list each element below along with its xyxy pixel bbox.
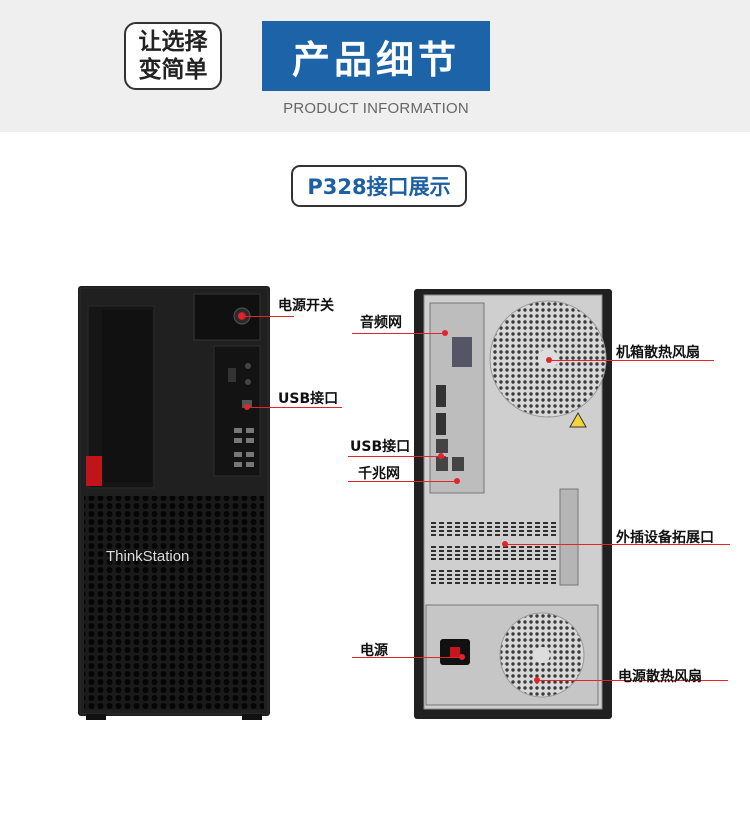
callout-expansion: 外插设备拓展口: [616, 530, 714, 546]
callout-power-switch: 电源开关: [278, 298, 334, 314]
case-fan-dot: [546, 357, 552, 363]
rear-usb-dot: [438, 453, 444, 459]
callout-case-fan: 机箱散热风扇: [616, 345, 700, 361]
callout-front-usb: USB接口: [278, 391, 339, 407]
tower-rear-image: [414, 289, 612, 719]
callout-rear-usb: USB接口: [350, 439, 411, 455]
page-subtitle: PRODUCT INFORMATION: [283, 100, 469, 117]
brand-slogan-line-1: 让选择: [138, 29, 208, 55]
expansion-leader: [506, 544, 730, 545]
psu-fan-leader: [538, 680, 728, 681]
case-fan-leader: [550, 360, 714, 361]
psu-fan-dot: [534, 677, 540, 683]
callout-gigabit: 千兆网: [358, 466, 400, 482]
gigabit-leader: [348, 481, 460, 482]
gigabit-dot: [454, 478, 460, 484]
audio-dot: [442, 330, 448, 336]
front-usb-dot: [244, 404, 250, 410]
brand-slogan-line-2: 变简单: [138, 57, 208, 83]
section-title: P328接口展示: [291, 165, 467, 207]
header-band: 让选择 变简单 产品细节 PRODUCT INFORMATION: [0, 0, 750, 132]
front-usb-leader: [248, 407, 342, 408]
audio-leader: [352, 333, 448, 334]
thinkstation-logo: ThinkStation: [106, 548, 189, 565]
callout-psu-fan: 电源散热风扇: [618, 669, 702, 685]
callout-power: 电源: [360, 643, 388, 659]
rear-usb-leader: [348, 456, 446, 457]
callout-audio: 音频网: [360, 315, 402, 331]
power-dot: [459, 654, 465, 660]
brand-slogan-box: 让选择 变简单: [124, 22, 222, 90]
power-leader: [352, 657, 464, 658]
expansion-dot: [502, 541, 508, 547]
power-switch-dot: [238, 313, 244, 319]
power-switch-leader: [244, 316, 294, 317]
tower-front-image: ThinkStation: [78, 286, 270, 720]
page-title: 产品细节: [262, 21, 490, 91]
